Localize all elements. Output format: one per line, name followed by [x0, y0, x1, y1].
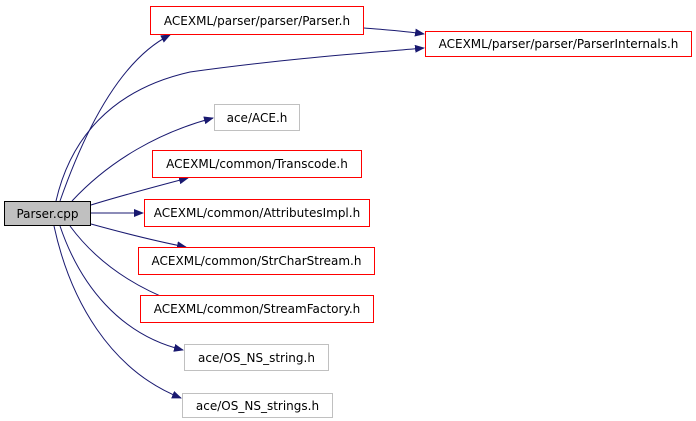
node-label: ACEXML/parser/parser/ParserInternals.h [438, 37, 679, 51]
root-node-parser-cpp: Parser.cpp [4, 201, 91, 226]
edge-parser-h-to-parser-internals-h [363, 27, 425, 37]
edge-root-to-parser-internals-h [55, 44, 425, 202]
node-stream-factory-h[interactable]: ACEXML/common/StreamFactory.h [140, 295, 374, 323]
node-label: ace/OS_NS_string.h [198, 350, 315, 365]
node-parser-internals-h[interactable]: ACEXML/parser/parser/ParserInternals.h [425, 31, 692, 57]
root-node-label: Parser.cpp [16, 206, 79, 221]
node-parser-h[interactable]: ACEXML/parser/parser/Parser.h [150, 6, 364, 35]
edge-root-to-os-ns-strings-h [53, 225, 182, 399]
node-label: ace/ACE.h [226, 110, 288, 125]
edge-root-to-os-ns-string-h [59, 225, 184, 352]
node-label: ACEXML/common/Transcode.h [166, 157, 348, 171]
node-label: ace/OS_NS_strings.h [195, 398, 320, 413]
node-str-char-stream-h[interactable]: ACEXML/common/StrCharStream.h [138, 247, 375, 275]
edge-root-to-parser-h [59, 34, 171, 202]
node-os-ns-string-h[interactable]: ace/OS_NS_string.h [184, 344, 329, 371]
node-label: ACEXML/parser/parser/Parser.h [163, 13, 351, 28]
node-label: ACEXML/common/AttributesImpl.h [153, 206, 361, 220]
node-attributes-impl-h[interactable]: ACEXML/common/AttributesImpl.h [144, 199, 370, 227]
node-transcode-h[interactable]: ACEXML/common/Transcode.h [152, 150, 362, 178]
node-ace-h[interactable]: ace/ACE.h [214, 104, 300, 131]
node-os-ns-strings-h[interactable]: ace/OS_NS_strings.h [182, 393, 333, 418]
node-label: ACEXML/common/StreamFactory.h [153, 302, 361, 316]
edge-root-to-str-char-stream-h [90, 223, 187, 250]
edge-root-to-ace-h [71, 116, 214, 202]
node-label: ACEXML/common/StrCharStream.h [151, 254, 362, 268]
edge-root-to-transcode-h [90, 176, 189, 206]
